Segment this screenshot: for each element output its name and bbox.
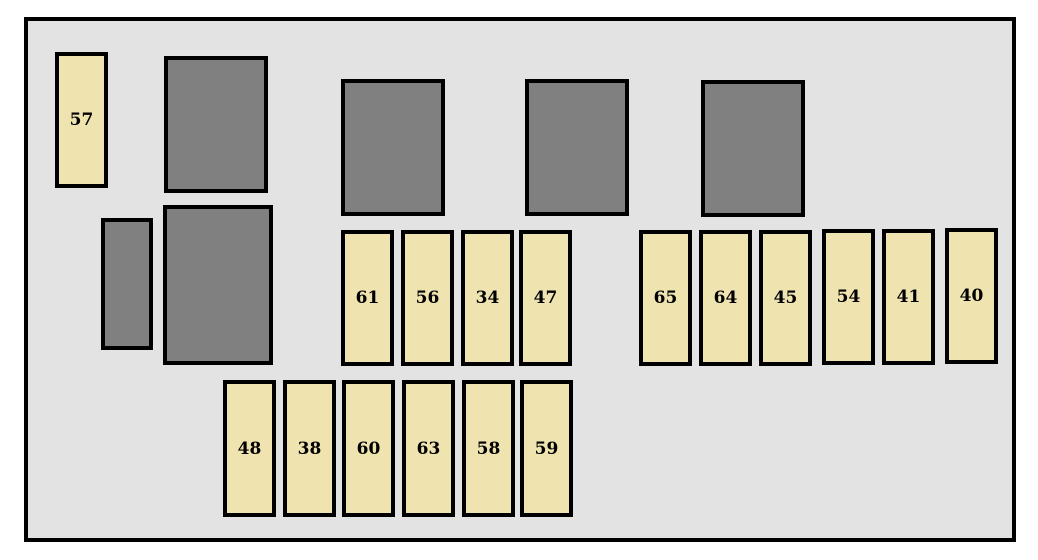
relay-top-4 xyxy=(701,80,805,217)
fuse-48: 48 xyxy=(223,380,276,517)
fuse-59: 59 xyxy=(520,380,573,517)
fuse-57: 57 xyxy=(55,52,108,188)
fuse-45: 45 xyxy=(759,230,812,366)
fuse-61: 61 xyxy=(341,230,394,366)
relay-large-left xyxy=(163,205,273,365)
relay-top-2 xyxy=(341,79,445,216)
relay-top-1 xyxy=(164,56,268,193)
fuse-58: 58 xyxy=(462,380,515,517)
fuse-40: 40 xyxy=(945,228,998,364)
fuse-56: 56 xyxy=(401,230,454,366)
fuse-47: 47 xyxy=(519,230,572,366)
relay-small-left xyxy=(101,218,153,350)
fuse-54: 54 xyxy=(822,229,875,365)
fuse-60: 60 xyxy=(342,380,395,517)
fuse-38: 38 xyxy=(283,380,336,517)
fuse-65: 65 xyxy=(639,230,692,366)
fuse-34: 34 xyxy=(461,230,514,366)
fuse-64: 64 xyxy=(699,230,752,366)
relay-top-3 xyxy=(525,79,629,216)
fuse-63: 63 xyxy=(402,380,455,517)
fuse-41: 41 xyxy=(882,229,935,365)
